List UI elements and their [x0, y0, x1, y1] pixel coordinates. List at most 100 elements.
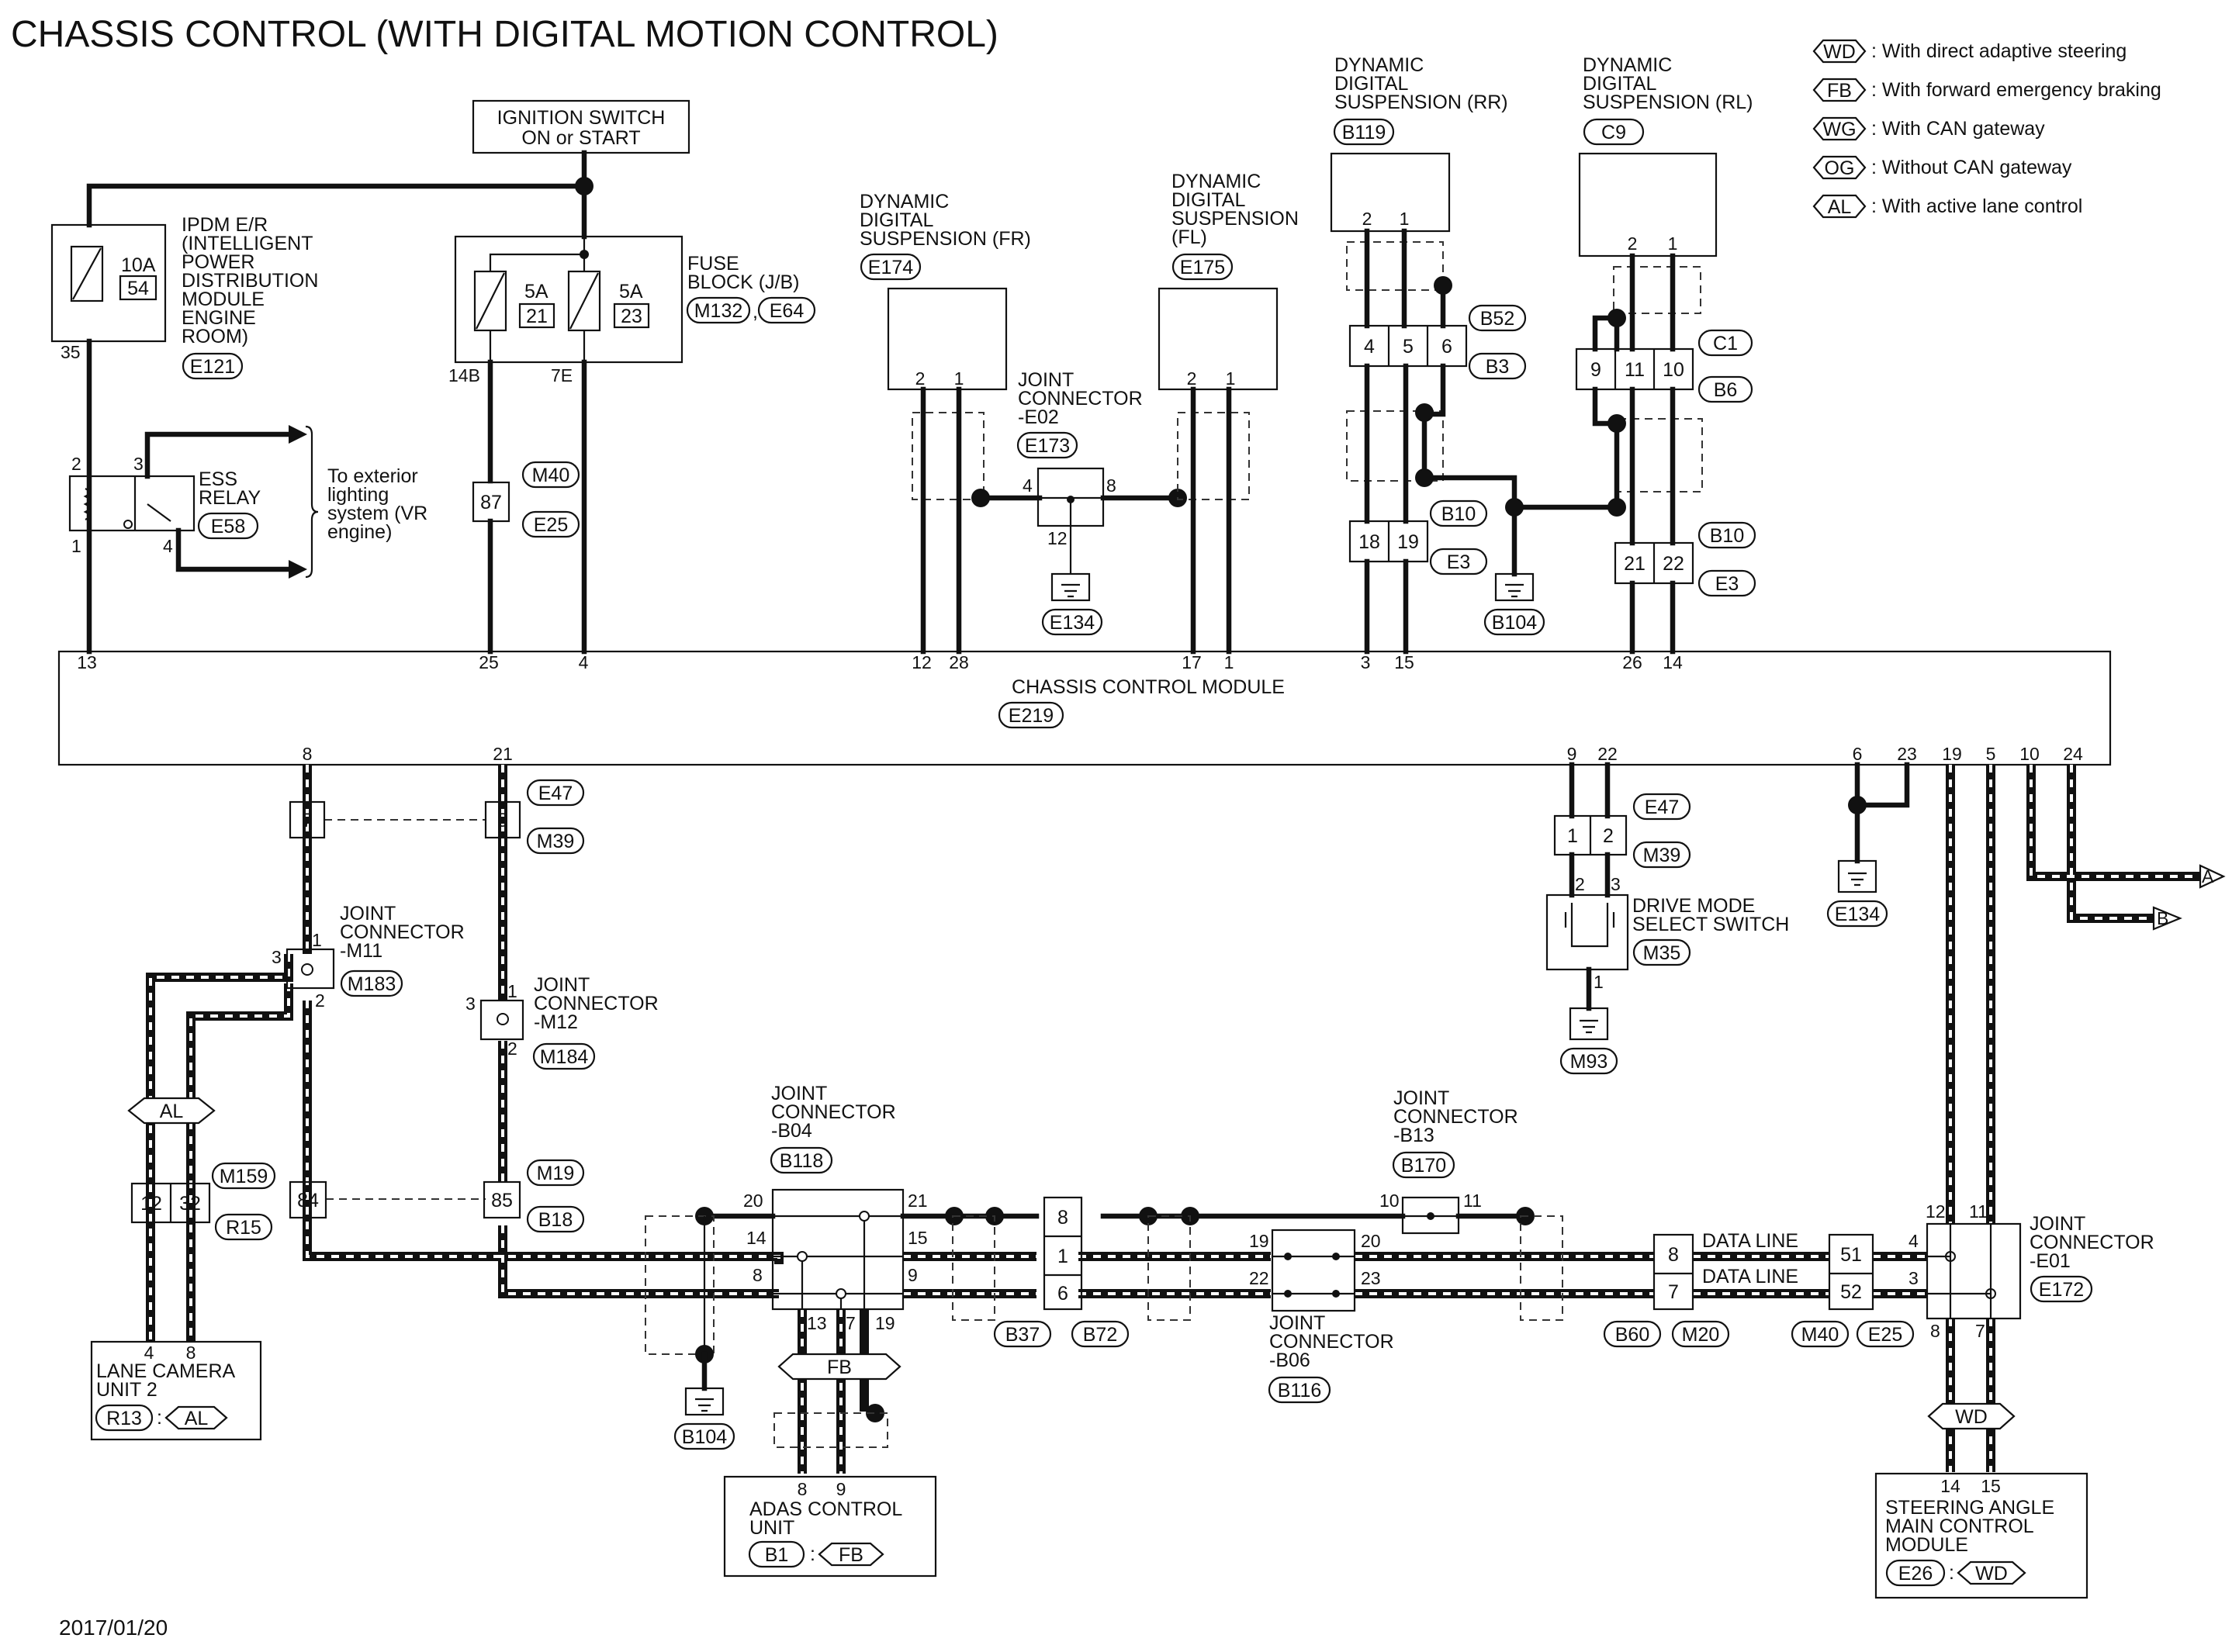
inline-m39b-connector: M39 — [1643, 845, 1681, 866]
rr-inline-connector-b52: B52 — [1480, 308, 1514, 330]
dds-rl-label-3: SUSPENSION (RL) — [1583, 92, 1753, 113]
jc-m12-pin-2: 2 — [507, 1039, 517, 1059]
document-date: 2017/01/20 — [59, 1616, 168, 1640]
legend: WD : With direct adaptive steering FB : … — [1812, 39, 2161, 219]
inline-e47-pin-8: 8 — [497, 810, 508, 831]
inline-m159-connector: M159 — [220, 1166, 268, 1187]
jc-b04-pin-19: 19 — [875, 1313, 895, 1333]
inline-m19-connector: M19 — [537, 1163, 575, 1184]
legend-item-og: OG : Without CAN gateway — [1812, 155, 2072, 180]
rl-inline-pin-21: 21 — [1624, 553, 1646, 575]
dmss-label-2: SELECT SWITCH — [1632, 914, 1789, 935]
inline-m40-pin-51: 51 — [1840, 1244, 1862, 1266]
jc-b06-label-3: -B06 — [1269, 1350, 1310, 1371]
ccm-pin-23: 23 — [1897, 744, 1917, 764]
ignition-label-2: ON or START — [521, 127, 640, 149]
ess-pin-4: 4 — [163, 536, 173, 556]
lane-cam-label-2: UNIT 2 — [96, 1379, 157, 1401]
rl-inline-connector-b10: B10 — [1710, 525, 1744, 547]
fuse-pin-7e: 7E — [551, 365, 573, 385]
can-wiring-middle: B104 — [645, 1207, 1927, 1474]
inline-b37-connector: B37 — [1005, 1324, 1040, 1346]
dmss-label-1: DRIVE MODE — [1632, 895, 1755, 917]
rl-inline-connector-b6: B6 — [1714, 379, 1738, 401]
rr-inline-connector-b3: B3 — [1486, 356, 1510, 378]
dmss-pin-1: 1 — [1594, 972, 1604, 992]
joint-connector-m11: 1 3 2 JOINT CONNECTOR -M11 M183 — [272, 903, 465, 1011]
arrow-a-label: A — [2202, 866, 2214, 886]
adas-control-unit: 8 9 ADAS CONTROL UNIT B1 : FB — [723, 1475, 937, 1578]
ipdm-label-5: MODULE — [182, 289, 265, 310]
rr-ground: B104 — [1492, 612, 1537, 634]
fuse-block-connector-b: E64 — [770, 300, 805, 322]
fb-tag-label: FB — [827, 1357, 852, 1378]
ess-relay: 2 3 1 4 ESS RELAY E58 To exterior lighti… — [68, 425, 427, 579]
inline-b60-pin-7: 7 — [1668, 1281, 1679, 1303]
inline-87-pin: 87 — [480, 492, 502, 513]
legend-item-al: AL : With active lane control — [1812, 194, 2082, 219]
jc-e01-pin-7: 7 — [1975, 1321, 1985, 1341]
dmss-connector: M35 — [1643, 942, 1681, 964]
dds-fl-label-3: SUSPENSION — [1171, 208, 1299, 230]
ccm-pin-14: 14 — [1663, 652, 1683, 672]
inline-m40-pin-52: 52 — [1840, 1281, 1862, 1303]
ess-label-1: ESS — [199, 468, 237, 490]
jc-m12-label-3: -M12 — [534, 1011, 578, 1033]
jc-m11-pin-1: 1 — [312, 930, 322, 950]
jc-e02-pin-8: 8 — [1106, 475, 1116, 496]
dds-rl-pin-1: 1 — [1668, 233, 1678, 254]
fuse-21-amp: 5A — [524, 281, 549, 302]
dynamic-digital-suspension-rr: DYNAMIC DIGITAL SUSPENSION (RR) B119 2 1… — [1330, 54, 1620, 655]
adas-condition: FB — [839, 1544, 863, 1566]
wd-condition-tag: WD — [1927, 1402, 2016, 1430]
ipdm-label-2: (INTELLIGENT — [182, 233, 313, 254]
inline-b60-pin-8: 8 — [1668, 1244, 1679, 1266]
jc-e01-label-2: CONNECTOR — [2030, 1232, 2154, 1253]
legend-text: : Without CAN gateway — [1871, 157, 2072, 178]
fuse-block-separator: , — [753, 301, 758, 323]
dds-rl-label-2: DIGITAL — [1583, 73, 1656, 95]
al-tag-label: AL — [160, 1101, 184, 1122]
legend-code: AL — [1828, 196, 1852, 218]
inline-87-connector-2: E25 — [534, 514, 568, 536]
jc-b13-connector: B170 — [1401, 1155, 1446, 1177]
joint-connector-e02: JOINT CONNECTOR -E02 E173 4 8 12 E134 — [1016, 369, 1187, 636]
rr-inline-pin-5: 5 — [1403, 336, 1414, 358]
lane-cam-label-1: LANE CAMERA — [96, 1360, 236, 1382]
jc-b04-pin-15: 15 — [908, 1228, 928, 1248]
jc-b04-pin-8: 8 — [753, 1265, 763, 1285]
adas-pin-8: 8 — [798, 1479, 808, 1499]
legend-code: WD — [1823, 41, 1856, 63]
ipdm-fuse-no: 54 — [127, 278, 149, 299]
ccm-pin-8: 8 — [303, 744, 313, 764]
ess-connector: E58 — [211, 516, 245, 537]
jc-e02-label-3: -E02 — [1018, 406, 1059, 428]
ipdm-label-3: POWER — [182, 251, 254, 273]
joint-connector-b13: JOINT CONNECTOR -B13 B170 10 11 — [1379, 1087, 1518, 1235]
fuse-23-no: 23 — [621, 306, 642, 327]
dds-fl-connector: E175 — [1180, 257, 1225, 278]
lane-cam-condition: AL — [185, 1408, 209, 1429]
ccm-name: CHASSIS CONTROL MODULE — [1012, 676, 1285, 698]
jc-b04-pin-14: 14 — [746, 1228, 767, 1248]
jc-m11-pin-2: 2 — [315, 990, 325, 1011]
dds-rl-pin-2: 2 — [1628, 233, 1638, 254]
adas-label-2: UNIT — [749, 1517, 794, 1539]
dds-rl-connector: C9 — [1601, 122, 1626, 143]
dds-rr-pin-1: 1 — [1400, 209, 1410, 229]
jc-b06-pin-22: 22 — [1249, 1268, 1269, 1288]
rr-inline-connector-b10: B10 — [1441, 503, 1476, 525]
ignition-label-1: IGNITION SWITCH — [497, 107, 666, 129]
jc-b13-label-2: CONNECTOR — [1393, 1106, 1518, 1128]
ignition-switch: IGNITION SWITCH ON or START — [472, 99, 690, 154]
rl-inline-connector-c1: C1 — [1713, 333, 1738, 354]
can-wiring-left — [146, 765, 784, 1342]
jc-m11-label-1: JOINT — [340, 903, 396, 924]
ccm-pin-5: 5 — [1986, 744, 1996, 764]
jc-m11-pin-3: 3 — [272, 947, 282, 967]
ccm-connector: E219 — [1009, 705, 1054, 727]
jc-b04-label-1: JOINT — [771, 1083, 827, 1104]
dds-fl-label-1: DYNAMIC — [1171, 171, 1261, 192]
b04-ground: B104 — [682, 1426, 727, 1448]
inline-87-connector-1: M40 — [532, 465, 570, 486]
